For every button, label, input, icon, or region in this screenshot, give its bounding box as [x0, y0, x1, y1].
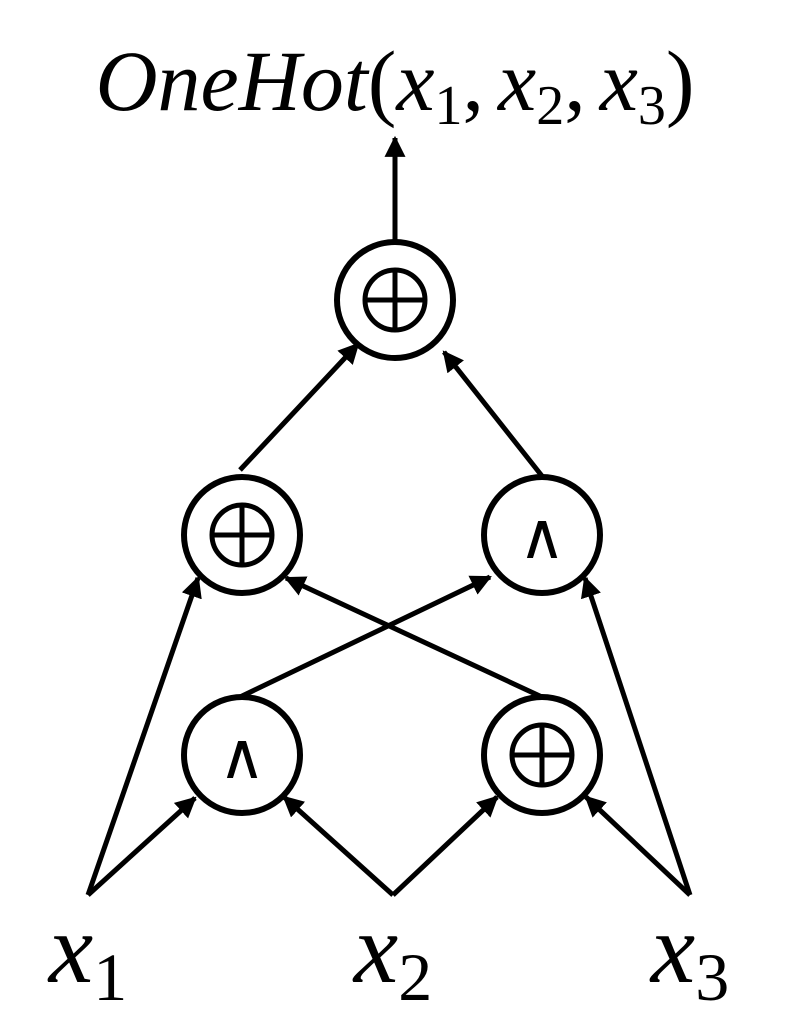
xor-symbol-icon — [362, 267, 428, 333]
arg2-var: x — [496, 33, 536, 129]
edge-x2-to-low-xor — [391, 795, 499, 897]
edge-x1-to-low-and — [86, 796, 197, 897]
edge-x3-to-low-xor — [584, 795, 692, 897]
xor-symbol-icon — [509, 722, 575, 788]
function-name: OneHot — [95, 33, 369, 129]
arg1-var: x — [394, 33, 434, 129]
comma-1: , — [463, 33, 485, 129]
input-x3-label: x3 — [649, 893, 729, 1015]
input-x1-subscript: 1 — [93, 939, 127, 1015]
arg3-var: x — [598, 33, 638, 129]
edge-mid-xor-to-output — [238, 342, 360, 472]
edge-x2-to-low-and — [282, 795, 395, 897]
and-symbol-icon: ∧ — [219, 720, 266, 794]
arg3-subscript: 3 — [638, 75, 666, 137]
input-x2-label: x2 — [352, 893, 432, 1015]
xor-symbol-icon — [209, 502, 275, 568]
output-xor-gate — [334, 239, 456, 361]
edge-low-and-to-mid-and — [238, 574, 492, 700]
input-x2-subscript: 2 — [398, 939, 432, 1015]
arg2-subscript: 2 — [536, 75, 564, 137]
edges-layer — [85, 135, 693, 897]
edge-x3-to-mid-and — [580, 576, 693, 896]
edge-low-xor-to-mid-xor — [284, 575, 544, 700]
edge-x1-to-mid-xor — [85, 576, 202, 896]
input-x1-label: x1 — [47, 893, 127, 1015]
input-x3-subscript: 3 — [695, 939, 729, 1015]
mid-and-gate: ∧ — [481, 474, 603, 596]
input-x2-var: x — [352, 893, 398, 1004]
close-paren: ) — [666, 33, 695, 129]
output-function-label: OneHot(x1,x2,x3) — [95, 33, 694, 137]
open-paren: ( — [368, 33, 397, 129]
low-and-gate: ∧ — [181, 694, 303, 816]
and-symbol-icon: ∧ — [519, 500, 566, 574]
input-x3-var: x — [649, 893, 695, 1004]
comma-2: , — [564, 33, 586, 129]
input-x1-var: x — [47, 893, 93, 1004]
arg1-subscript: 1 — [435, 75, 463, 137]
edge-mid-and-to-output — [442, 350, 544, 478]
low-xor-gate — [481, 694, 603, 816]
mid-xor-gate — [181, 474, 303, 596]
